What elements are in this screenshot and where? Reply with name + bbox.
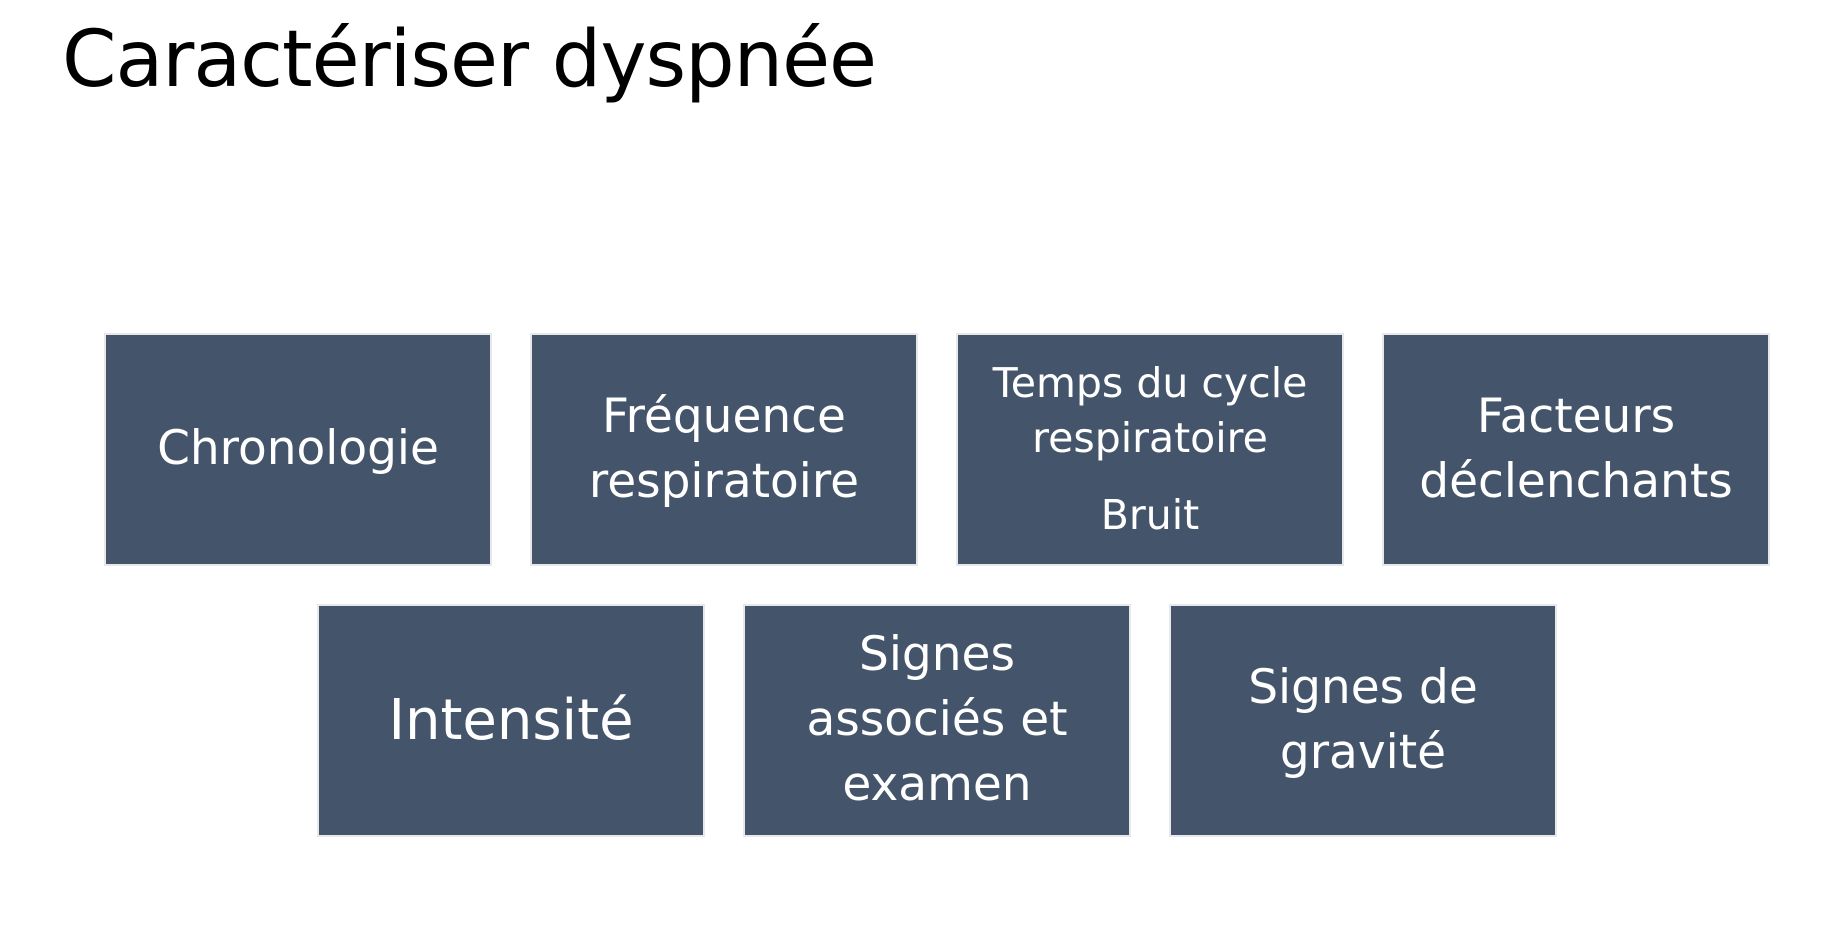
slide-title: Caractériser dyspnée xyxy=(62,15,877,105)
box-intensite: Intensité xyxy=(317,604,705,837)
box-sublabel: Bruit xyxy=(1100,490,1200,539)
box-label: Signes associés et examen xyxy=(806,627,1068,812)
box-label: Intensité xyxy=(388,687,634,753)
box-label: Temps du cycle respiratoire xyxy=(992,358,1308,463)
box-chronologie: Chronologie xyxy=(104,333,492,566)
box-label: Chronologie xyxy=(157,421,439,477)
box-frequence-respiratoire: Fréquence respiratoire xyxy=(530,333,918,566)
box-label: Fréquence respiratoire xyxy=(588,388,860,509)
box-temps-du-cycle: Temps du cycle respiratoire Bruit xyxy=(956,333,1344,566)
box-signes-associes: Signes associés et examen xyxy=(743,604,1131,837)
box-label: Signes de gravité xyxy=(1248,659,1478,780)
box-label: Facteurs déclenchants xyxy=(1419,388,1733,509)
box-signes-de-gravite: Signes de gravité xyxy=(1169,604,1557,837)
box-facteurs-declenchants: Facteurs déclenchants xyxy=(1382,333,1770,566)
